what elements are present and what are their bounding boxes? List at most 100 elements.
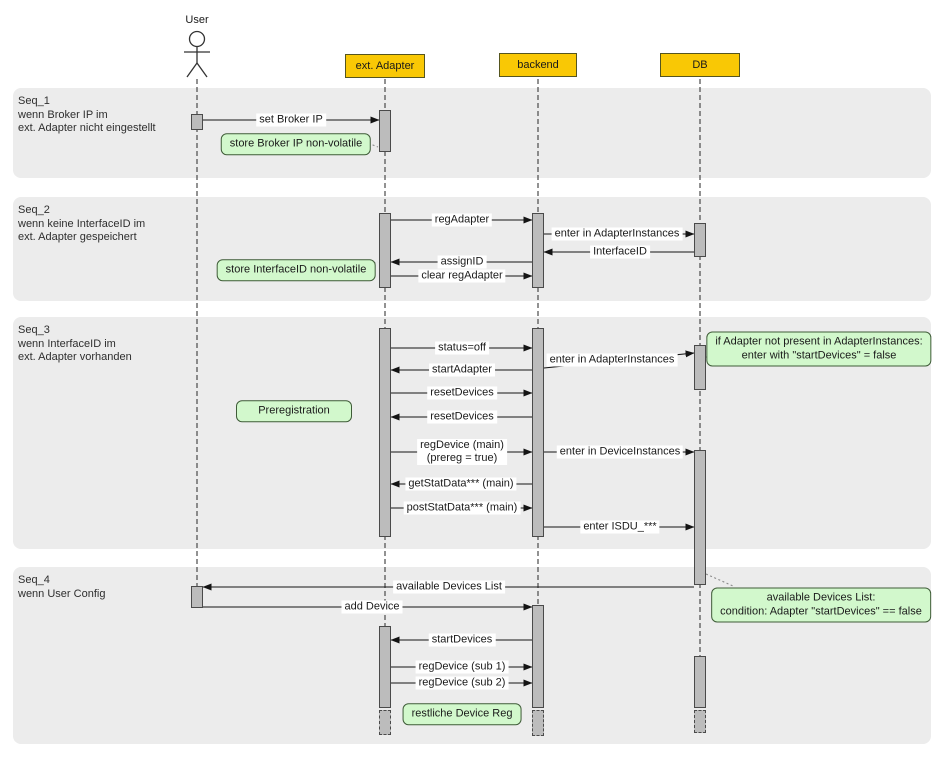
user-leg-left [186, 62, 198, 78]
note-available-devices-condition: available Devices List:condition: Adapte… [711, 587, 931, 623]
message-label-assignid: assignID [437, 255, 487, 269]
user-head [188, 30, 206, 48]
message-label-clear-regadapter: clear regAdapter [418, 269, 506, 283]
message-label-regdevice-sub2: regDevice (sub 2) [415, 676, 509, 690]
message-label-line: enter in AdapterInstances [554, 227, 680, 240]
message-label-line: regAdapter [434, 213, 490, 226]
note-restliche-device-reg: restliche Device Reg [402, 703, 522, 725]
note-text-line: if Adapter not present in AdapterInstanc… [715, 335, 923, 348]
section-label-line: Seq_4 [18, 574, 50, 586]
actor-box-label: DB [692, 59, 708, 71]
message-label-add-device: add Device [341, 600, 403, 614]
activation-bar-backend [532, 213, 544, 288]
message-label-line: enter ISDU_*** [583, 520, 657, 533]
message-label-set-broker-ip: set Broker IP [256, 113, 326, 127]
activation-bar-extAdapter [379, 626, 391, 708]
message-label-line: available Devices List [396, 580, 502, 593]
conn-note5 [705, 573, 734, 587]
message-label-line: assignID [440, 255, 484, 268]
section-label-line: wenn Broker IP im [18, 108, 108, 121]
message-label-line: getStatData*** (main) [408, 477, 514, 490]
activation-bar-db [694, 656, 706, 708]
message-label-line: regDevice (main) [420, 439, 504, 451]
section-label-line: Seq_3 [18, 324, 50, 336]
section-label-line: Seq_2 [18, 204, 50, 216]
activation-bar-db [694, 345, 706, 390]
section-label-line: ext. Adapter nicht eingestellt [18, 122, 156, 134]
message-label-line: status=off [438, 341, 486, 354]
note-preregistration: Preregistration [236, 400, 352, 422]
actor-box-db: DB [660, 53, 740, 77]
activation-bar-db [694, 450, 706, 585]
section-label-line: ext. Adapter vorhanden [18, 351, 132, 363]
activation-bar-continuation-db [694, 710, 706, 733]
message-label-line: startDevices [431, 633, 493, 646]
note-if-adapter-not-present: if Adapter not present in AdapterInstanc… [706, 331, 932, 367]
section-band-seq1 [13, 88, 931, 178]
message-label-interfaceid: InterfaceID [590, 245, 650, 259]
message-label-status-off: status=off [435, 341, 489, 355]
message-label-available-devices-list: available Devices List [393, 580, 505, 594]
message-label-line: clear regAdapter [421, 269, 503, 282]
activation-bar-extAdapter [379, 110, 391, 152]
activation-bar-backend [532, 328, 544, 537]
note-store-interfaceid: store InterfaceID non-volatile [216, 259, 376, 281]
message-label-enter-deviceinstances: enter in DeviceInstances [556, 445, 684, 459]
section-label-line: wenn keine InterfaceID im [18, 217, 146, 230]
message-label-regadapter: regAdapter [431, 213, 493, 227]
activation-bar-user [191, 114, 203, 130]
user-leg-right [196, 62, 208, 78]
note-text-line: Preregistration [258, 404, 330, 417]
activation-bar-extAdapter [379, 328, 391, 537]
message-label-line: regDevice (sub 1) [418, 660, 506, 673]
actor-box-extAdapter: ext. Adapter [345, 54, 425, 78]
activation-bar-db [694, 223, 706, 257]
message-label-line: enter in DeviceInstances [559, 445, 681, 458]
message-label-line: add Device [344, 600, 400, 613]
actor-box-backend: backend [499, 53, 577, 77]
message-label-line: resetDevices [430, 410, 494, 423]
message-label-line: startAdapter [432, 363, 492, 376]
actor-box-label: ext. Adapter [355, 60, 415, 72]
note-text-line: condition: Adapter "startDevices" == fal… [720, 605, 922, 617]
activation-bar-extAdapter [379, 213, 391, 288]
message-label-getstatdata-main: getStatData*** (main) [405, 477, 517, 491]
message-label-regdevice-sub1: regDevice (sub 1) [415, 660, 509, 674]
message-label-line: postStatData*** (main) [406, 501, 518, 514]
actor-box-label: backend [517, 59, 559, 71]
section-label-line: ext. Adapter gespeichert [18, 231, 137, 243]
message-label-enter-adapterinstances-1: enter in AdapterInstances [551, 227, 683, 241]
message-label-line: set Broker IP [259, 113, 323, 126]
activation-bar-continuation-backend [532, 710, 544, 736]
message-label-enter-isdu: enter ISDU_*** [580, 520, 660, 534]
message-label-startadapter: startAdapter [429, 363, 495, 377]
message-label-line: regDevice (sub 2) [418, 676, 506, 689]
user-actor-icon [184, 30, 210, 78]
message-label-startdevices: startDevices [428, 633, 496, 647]
activation-bar-continuation-extAdapter [379, 710, 391, 735]
actor-name-user: User [185, 14, 208, 26]
note-text-line: store Broker IP non-volatile [229, 137, 363, 150]
section-label-line: wenn User Config [18, 587, 106, 600]
message-label-poststatdata-main: postStatData*** (main) [403, 501, 521, 515]
message-label-resetdevices-2: resetDevices [427, 410, 497, 424]
note-text-line: enter with "startDevices" = false [741, 349, 897, 361]
message-label-line: (prereg = true) [426, 452, 498, 464]
message-label-regdevice-main: regDevice (main)(prereg = true) [417, 439, 507, 465]
message-label-enter-adapterinstances-2: enter in AdapterInstances [546, 353, 678, 367]
activation-bar-user [191, 586, 203, 608]
section-label-line: wenn InterfaceID im [18, 337, 116, 350]
activation-bar-backend [532, 605, 544, 708]
message-label-line: enter in AdapterInstances [549, 353, 675, 366]
note-text-line: available Devices List: [766, 591, 876, 604]
actor-name-label: User [185, 14, 209, 26]
message-label-resetdevices-1: resetDevices [427, 386, 497, 400]
note-store-broker-ip: store Broker IP non-volatile [220, 133, 372, 155]
note-text-line: restliche Device Reg [411, 707, 513, 720]
